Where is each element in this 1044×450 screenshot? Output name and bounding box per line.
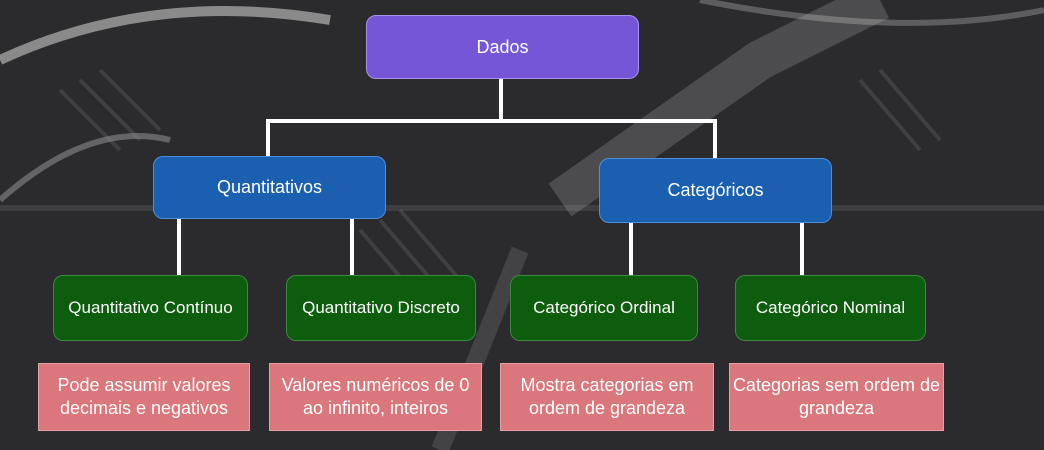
desc-categorico-nominal-text: Categorias sem ordem de grandeza xyxy=(732,374,941,418)
connector-categoricos-up xyxy=(713,119,717,159)
node-categoricos-label: Categóricos xyxy=(667,180,764,201)
node-categorico-nominal: Categórico Nominal xyxy=(735,275,926,341)
node-categorico-ordinal: Categórico Ordinal xyxy=(510,275,698,341)
node-quantitativo-discreto: Quantitativo Discreto xyxy=(286,275,476,341)
desc-quantitativo-discreto-text: Valores numéricos de 0 ao infinito, inte… xyxy=(281,374,470,418)
node-quantitativos: Quantitativos xyxy=(153,156,386,219)
connector-continuo xyxy=(177,218,181,276)
connector-root-down xyxy=(499,78,503,121)
connector-nominal xyxy=(800,222,804,276)
desc-categorico-nominal: Categorias sem ordem de grandeza xyxy=(729,363,944,431)
connector-discreto xyxy=(350,218,354,276)
node-categoricos: Categóricos xyxy=(599,158,832,223)
desc-quantitativo-discreto: Valores numéricos de 0 ao infinito, inte… xyxy=(269,363,482,431)
desc-categorico-ordinal: Mostra categorias em ordem de grandeza xyxy=(500,363,714,431)
connector-quantitativos-up xyxy=(266,119,270,157)
desc-quantitativo-continuo: Pode assumir valores decimais e negativo… xyxy=(38,363,250,431)
connector-level1-bar xyxy=(266,119,717,123)
node-categorico-nominal-label: Categórico Nominal xyxy=(755,298,906,318)
desc-categorico-ordinal-text: Mostra categorias em ordem de grandeza xyxy=(520,374,694,418)
node-dados: Dados xyxy=(366,15,639,79)
node-quantitativo-continuo: Quantitativo Contínuo xyxy=(53,275,248,341)
connector-ordinal xyxy=(629,222,633,276)
node-categorico-ordinal-label: Categórico Ordinal xyxy=(533,298,675,318)
node-quantitativos-label: Quantitativos xyxy=(216,177,323,198)
node-quantitativo-continuo-label: Quantitativo Contínuo xyxy=(68,298,233,318)
desc-quantitativo-continuo-text: Pode assumir valores decimais e negativo… xyxy=(57,374,231,418)
node-dados-label: Dados xyxy=(476,36,529,57)
node-quantitativo-discreto-label: Quantitativo Discreto xyxy=(302,298,460,318)
